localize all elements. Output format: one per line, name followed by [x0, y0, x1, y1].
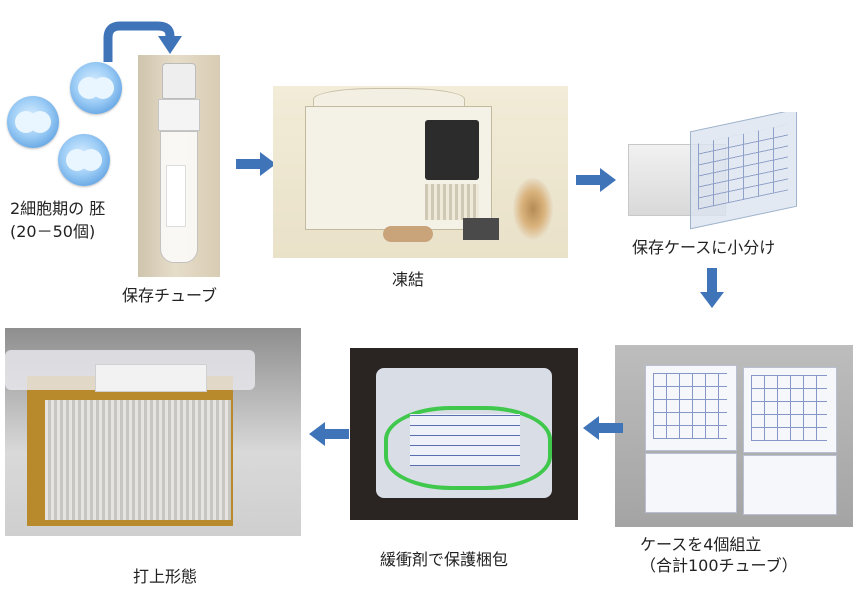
tube-label: 保存チューブ	[122, 286, 218, 305]
pack-label: 緩衝剤で保護梱包	[380, 550, 509, 569]
freeze-label: 凍結	[392, 270, 425, 289]
case-label: 保存ケースに小分け	[632, 238, 776, 257]
embryo-cell-1	[7, 96, 59, 148]
embryo-cell-2	[70, 62, 122, 114]
left-arrow-icon	[309, 422, 349, 446]
right-arrow-icon	[236, 152, 276, 176]
down-arrow-icon	[700, 268, 724, 308]
assemble-label-line2: （合計100チューブ）	[640, 556, 798, 575]
embryo-label-line1: 2細胞期の 胚	[10, 199, 106, 218]
curved-arrow-icon	[96, 14, 188, 66]
left-arrow-icon	[583, 416, 623, 440]
embryo-label-line2: (20－50個)	[10, 222, 96, 241]
embryo-cell-3	[58, 134, 110, 186]
freezer-photo	[273, 86, 568, 258]
assemble-label-line1: ケースを4個組立	[640, 535, 762, 554]
launch-package-photo	[5, 328, 301, 536]
storage-case-photo	[620, 112, 810, 232]
cryo-tube-photo	[138, 55, 220, 277]
assembled-cases-photo	[615, 345, 853, 527]
cushioned-bag-photo	[350, 348, 578, 520]
ship-label: 打上形態	[133, 567, 198, 586]
right-arrow-icon	[576, 168, 616, 192]
